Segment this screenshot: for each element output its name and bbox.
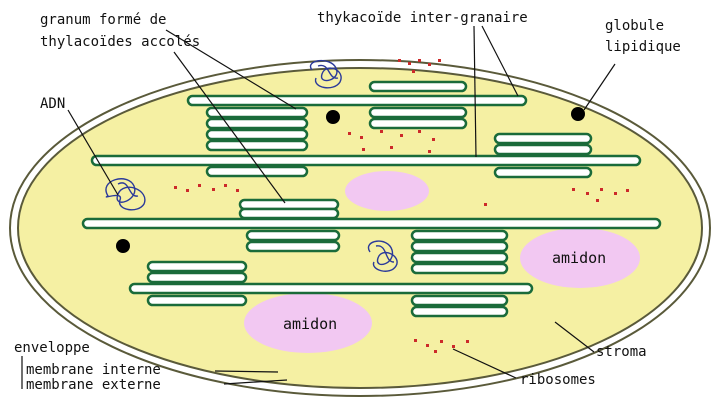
ribosomes-label: ribosomes [520, 372, 596, 388]
enveloppe-label: enveloppe [14, 340, 90, 356]
membrane-externe-label: membrane externe [26, 377, 161, 393]
stroma-label: stroma [596, 344, 647, 360]
globule-label-line1: globule [605, 18, 664, 34]
amidon-grain-top [345, 171, 429, 211]
lipid-globule [571, 107, 585, 121]
inter-thylakoid [92, 156, 640, 165]
membrane-interne-label: membrane interne [26, 362, 161, 378]
globule-label-line2: lipidique [605, 39, 681, 55]
lipid-globule [326, 110, 340, 124]
inter-thylakoid [130, 284, 532, 293]
inter-thylakoid [83, 219, 660, 228]
amidon-label-right: amidon [552, 249, 606, 267]
lipid-globule [116, 239, 130, 253]
inter-thylakoid-label: thykacoïde inter-granaire [317, 10, 528, 26]
granum-center-tall [412, 231, 507, 316]
granum-label-line2: thylacoïdes accolés [40, 34, 200, 50]
granum-label-line1: granum formé de [40, 12, 166, 28]
adn-label: ADN [40, 96, 65, 112]
amidon-label-bottom: amidon [283, 315, 337, 333]
